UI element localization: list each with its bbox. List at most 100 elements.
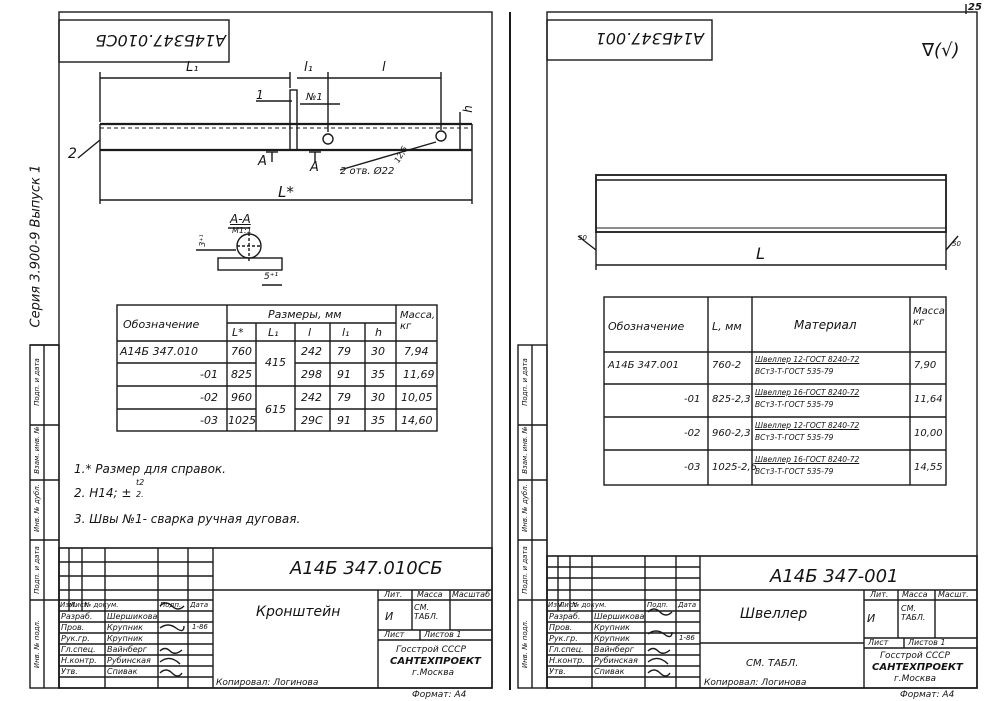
left-name-4: Рубинская — [107, 656, 151, 665]
table-row-2-h: 30 — [371, 391, 385, 404]
dim-h: h — [460, 105, 475, 113]
section-mark-a2: A — [310, 160, 319, 175]
right-role-5: Утв. — [549, 667, 566, 676]
right-stamp-org1: Госстрой СССР — [880, 651, 950, 661]
table-row-2-L1: 615 — [265, 403, 286, 416]
left-name-5: Спивак — [107, 667, 138, 676]
rtable-row-3-mass: 14,55 — [914, 462, 943, 473]
right-copied: Копировал: Логинова — [704, 678, 807, 688]
left-stamp-h2: № докум. — [84, 601, 119, 609]
right-stamp-name: Швеллер — [740, 606, 808, 622]
right-margin-cell-2: Инв. № дубл. — [521, 484, 529, 532]
right-role-3: Гл.спец. — [549, 645, 584, 654]
right-name-0: Шершикова — [594, 612, 645, 621]
left-stamp-h4: Дата — [190, 601, 209, 609]
left-stamp-mass-val: СМ. ТАБЛ. — [414, 603, 439, 621]
left-stamp-name: Кронштейн — [256, 604, 341, 620]
table-row-1-mass: 11,69 — [403, 368, 435, 381]
right-stamp-h3: Подп. — [647, 601, 669, 609]
left-stamp-h1: Лист — [70, 601, 88, 609]
right-stamp-code: A14Б 347-001 — [770, 566, 899, 587]
right-stamp-material: СМ. ТАБЛ. — [746, 658, 799, 669]
right-name-3: Вайнберг — [594, 645, 634, 654]
right-name-4: Рубинская — [594, 656, 638, 665]
right-margin-cell-4: Инв. № подл. — [521, 619, 529, 669]
left-role-2: Рук.гр. — [61, 634, 90, 643]
rtable-row-0-des: A14Б 347.001 — [608, 360, 679, 371]
rtable-row-2-des: -02 — [684, 428, 701, 439]
right-stamp-h4: Дата — [678, 601, 697, 609]
rtable-row-2-mass: 10,00 — [914, 428, 943, 439]
dim-l1: l₁ — [304, 60, 313, 75]
dim-Lstar: L* — [278, 183, 294, 201]
callout-weld: №1 — [306, 92, 323, 103]
tbl-head-mass: Масса, кг — [400, 310, 436, 332]
right-sheet-frame — [546, 11, 978, 689]
rtable-row-0-mass: 7,90 — [914, 360, 937, 371]
left-name-3: Вайнберг — [107, 645, 147, 654]
right-stamp-org2: САНТЕХПРОЕКТ — [872, 662, 963, 673]
table-row-0-l1: 79 — [337, 345, 351, 358]
right-stamp-lit-val: И — [867, 612, 876, 625]
left-copied: Копировал: Логинова — [216, 678, 319, 688]
right-stamp-h1: Лист — [559, 601, 577, 609]
left-stamp-sheet: Лист — [384, 630, 405, 639]
table-row-1-l1: 91 — [337, 368, 351, 381]
left-stamp-org2: САНТЕХПРОЕКТ — [390, 656, 481, 667]
left-format: Формат: А4 — [412, 690, 467, 700]
left-role-0: Разраб. — [61, 612, 93, 621]
left-stamp-code: A14Б 347.010СБ — [290, 558, 443, 579]
left-stamp-lit-val: И — [385, 610, 394, 623]
table-row-0-l: 242 — [301, 345, 322, 358]
left-margin-cell-0: Подп. и дата — [33, 358, 41, 406]
left-margin-cell-4: Инв. № подл. — [33, 619, 41, 669]
callout-pos1: 1 — [256, 88, 264, 102]
left-role-1: Пров. — [61, 623, 85, 632]
rtable-row-1-L: 825-2,3 — [712, 394, 751, 405]
right-name-5: Спивак — [594, 667, 625, 676]
table-row-0-L1: 415 — [265, 356, 286, 369]
rtable-row-2-L: 960-2,3 — [712, 428, 751, 439]
rtable-row-1-mat-bot: ВСт3-Т-ГОСТ 535-79 — [755, 400, 834, 409]
note-3: 3. Швы №1- сварка ручная дуговая. — [74, 512, 301, 526]
right-rough-left: 50 — [578, 234, 587, 242]
left-stamp-date: 1-86 — [192, 623, 208, 631]
rtable-row-2-mat-bot: ВСт3-Т-ГОСТ 535-79 — [755, 433, 834, 442]
right-role-2: Рук.гр. — [549, 634, 578, 643]
table-row-3-h: 35 — [371, 414, 385, 427]
table-row-0-mass: 7,94 — [404, 345, 429, 358]
left-role-3: Гл.спец. — [61, 645, 96, 654]
tbl-head-L1: L₁ — [268, 326, 279, 339]
note-2-frac-top: t2 — [136, 478, 145, 487]
rtable-row-0-L: 760-2 — [712, 360, 742, 371]
left-name-1: Крупник — [107, 623, 143, 632]
rtbl-head-designation: Обозначение — [608, 320, 685, 333]
table-row-3-l1: 91 — [337, 414, 351, 427]
right-margin-cell-0: Подп. и дата — [521, 358, 529, 406]
right-format: Формат: А4 — [900, 690, 955, 700]
left-stamp-scale: Масштаб — [452, 590, 491, 599]
rtable-row-3-mat-top: Швеллер 16-ГОСТ 8240-72 — [755, 455, 860, 464]
right-dim-L: L — [756, 244, 765, 263]
table-row-2-Lstar: 960 — [231, 391, 252, 404]
left-stamp-lit: Лит. — [384, 590, 403, 599]
rtable-row-3-mat-bot: ВСт3-Т-ГОСТ 535-79 — [755, 467, 834, 476]
note-2-frac-bot: 2. — [136, 490, 144, 499]
callout-pos2: 2 — [68, 146, 77, 162]
left-margin-cell-2: Инв. № дубл. — [33, 484, 41, 532]
left-stamp-sheets: Листов 1 — [424, 630, 462, 639]
right-stamp-org3: г.Москва — [894, 674, 937, 684]
table-row-1-Lstar: 825 — [231, 368, 252, 381]
section-title: A-A — [230, 212, 251, 226]
tbl-head-h: h — [375, 326, 382, 339]
series-side-text: Серия 3.900-9 Выпуск 1 — [28, 164, 44, 328]
rtbl-head-mass: Масса кг — [913, 306, 945, 328]
table-row-3-mass: 14,60 — [401, 414, 433, 427]
rtable-row-0-mat-top: Швеллер 12-ГОСТ 8240-72 — [755, 355, 860, 364]
dim-L1: L₁ — [186, 60, 199, 75]
table-row-0-des: A14Б 347.010 — [120, 345, 199, 358]
right-stamp-mass-val: СМ. ТАБЛ. — [901, 604, 926, 622]
tbl-head-sizes: Размеры, мм — [268, 308, 342, 321]
right-role-1: Пров. — [549, 623, 573, 632]
